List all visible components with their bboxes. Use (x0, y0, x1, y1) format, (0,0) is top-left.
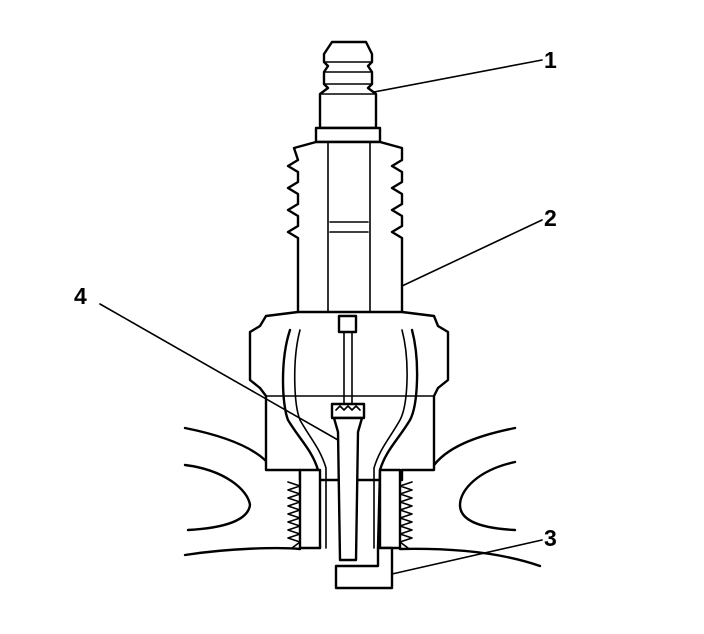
callout-3: 3 (544, 525, 557, 551)
callout-4: 4 (74, 283, 87, 309)
terminal (314, 40, 382, 144)
ground-electrode (334, 546, 394, 590)
callout-1: 1 (544, 47, 557, 73)
insulator (286, 140, 404, 318)
shell-threads (287, 468, 413, 550)
center-electrode (330, 314, 366, 562)
metal-shell (248, 310, 450, 550)
leader-lines (99, 59, 543, 575)
callout-2: 2 (544, 205, 557, 231)
